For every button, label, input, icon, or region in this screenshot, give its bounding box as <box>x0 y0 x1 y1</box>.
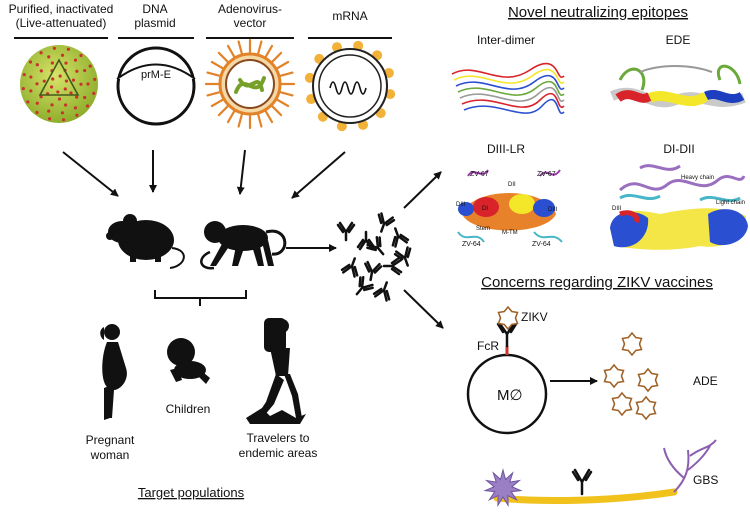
arrow-inactivated-to-animals <box>62 151 119 197</box>
arrow-to-epitopes <box>403 171 442 209</box>
ade-label: ADE <box>693 374 718 388</box>
mrna-lnp-icon <box>304 40 396 132</box>
fcr-label: FcR <box>477 339 499 353</box>
ade-macrophage: M∅ FcR <box>466 322 548 435</box>
diii-label-dii: DII <box>508 182 516 188</box>
population-bracket <box>154 290 247 306</box>
adenovirus-vector-icon <box>204 38 296 130</box>
concerns-title: Concerns regarding ZIKV vaccines <box>481 274 713 291</box>
zikv-virus-icon <box>497 305 519 331</box>
didii-label-diii: DIII <box>612 206 622 212</box>
vaccine-type-4-line1: mRNA <box>332 9 367 23</box>
inter-dimer-structure <box>448 50 568 132</box>
child-icon <box>167 338 210 384</box>
vaccine-type-1-line2: (Live-attenuated) <box>16 16 107 30</box>
traveler-icon <box>246 318 306 424</box>
children-label: Children <box>166 402 211 416</box>
diii-label-zv67-right: ZV-67 <box>537 171 556 178</box>
didii-label-light-chain: Light chain <box>716 200 745 206</box>
pregnant-line2: woman <box>90 448 130 462</box>
arrow-to-concerns <box>403 289 444 329</box>
travelers-line2: endemic areas <box>239 446 318 460</box>
diii-label-mtm: M-TM <box>502 230 518 236</box>
monkey-icon <box>200 221 287 270</box>
panel-diii-lr-label: DIII-LR <box>487 142 525 156</box>
arrow-mrna-to-animals <box>291 151 346 199</box>
mouse-icon <box>106 214 185 269</box>
panel-di-dii-label: DI-DII <box>663 142 694 156</box>
plasmid-label: prM-E <box>141 69 171 81</box>
diii-label-diii-right: DIII <box>548 207 558 213</box>
macrophage-label: M∅ <box>497 387 523 404</box>
didii-label-heavy-chain: Heavy chain <box>681 175 714 181</box>
zikv-label: ZIKV <box>521 310 548 324</box>
epitopes-title: Novel neutralizing epitopes <box>508 4 688 21</box>
diii-label-zv64-right: ZV-64 <box>532 241 551 248</box>
antibody-icon <box>496 322 518 348</box>
gbs-label: GBS <box>693 473 718 487</box>
antibody-cluster <box>336 212 412 302</box>
inactivated-virion-icon <box>20 45 98 123</box>
panel-inter-dimer-label: Inter-dimer <box>477 33 535 47</box>
travelers-line1: Travelers to <box>247 431 310 445</box>
vaccine-type-3-line2: vector <box>234 16 267 30</box>
gbs-antibody-icon <box>571 468 593 496</box>
zikv-replication-cluster <box>603 331 659 421</box>
ede-structure <box>606 50 748 132</box>
gbs-nerve-icon <box>483 439 717 508</box>
pregnant-line1: Pregnant <box>86 433 135 447</box>
diii-label-zv67-left: ZV-67 <box>470 171 489 178</box>
diii-lr-structure: ZV-67 ZV-67 DII DIII DIII DI Stem M-TM Z… <box>448 158 568 248</box>
panel-ede-label: EDE <box>666 33 691 47</box>
arrow-adeno-to-animals <box>236 149 246 195</box>
vaccine-type-1-line1: Purified, inactivated <box>9 2 114 16</box>
diii-label-stem: Stem <box>476 226 490 232</box>
diii-label-zv64-left: ZV-64 <box>462 241 481 248</box>
vaccine-type-2-line2: plasmid <box>134 16 175 30</box>
diii-label-di: DI <box>482 206 488 212</box>
vaccine-type-3-line1: Adenovirus- <box>218 2 282 16</box>
vaccine-type-2-line1: DNA <box>142 2 167 16</box>
target-populations-title: Target populations <box>138 485 245 500</box>
di-dii-structure: Heavy chain Light chain DIII <box>604 158 750 250</box>
pregnant-woman-icon <box>100 324 127 420</box>
dna-plasmid-icon: prM-E <box>116 46 196 126</box>
diii-label-diii-left: DIII <box>456 202 466 208</box>
